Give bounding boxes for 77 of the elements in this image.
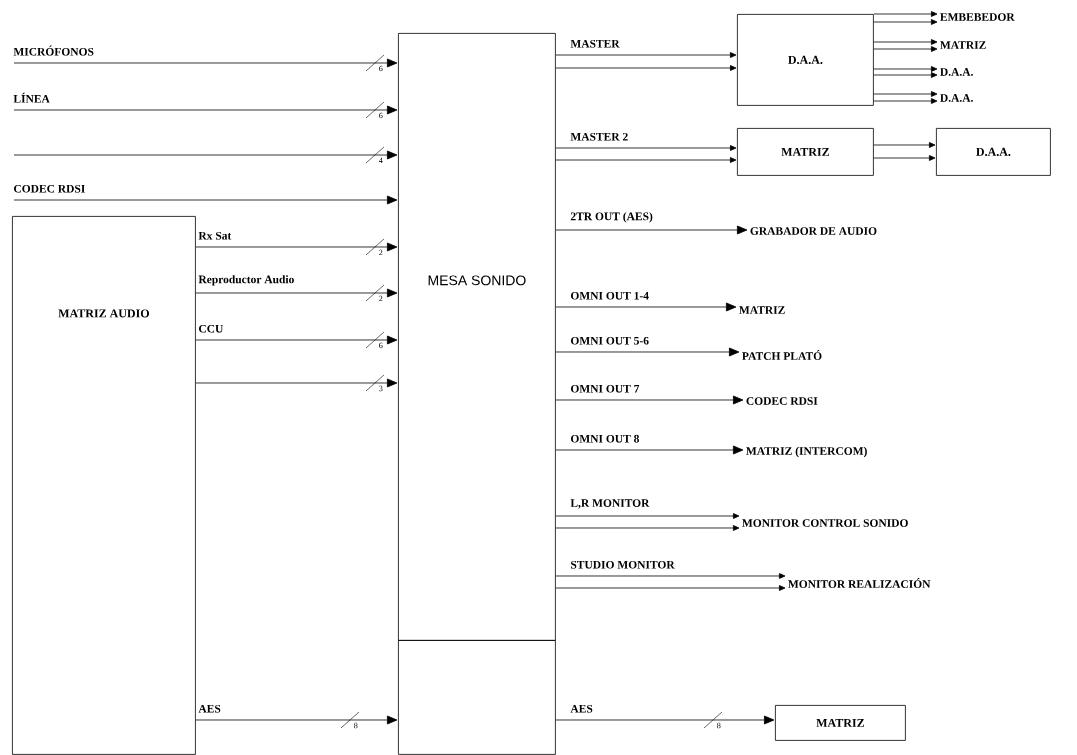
arrow: [555, 65, 737, 71]
edge-label: LÍNEA: [13, 92, 50, 103]
destination-label: MATRIZ (INTERCOM): [746, 446, 867, 458]
arrow: [195, 288, 398, 298]
bus-width-mark: 2: [365, 284, 385, 302]
bus-width-mark: 8: [703, 711, 723, 729]
arrow: [555, 145, 737, 151]
edge-label: 2TR OUT (AES): [570, 212, 653, 223]
arrow: [195, 242, 398, 252]
bus-width-mark: 6: [365, 331, 385, 349]
arrow: [195, 335, 398, 345]
arrow: [195, 715, 398, 725]
bus-width-mark: 4: [365, 146, 385, 164]
destination-label: CODEC RDSI: [746, 397, 818, 405]
edge-label: OMNI OUT 8: [570, 434, 639, 443]
bus-width-mark: 6: [365, 54, 385, 72]
block-box: MATRIZ AUDIO: [12, 216, 196, 755]
arrow: [555, 302, 737, 312]
arrow: [13, 150, 398, 160]
block-box: D.A.A.: [936, 128, 1051, 176]
edge-label: OMNI OUT 1-4: [570, 291, 649, 300]
arrow: [873, 91, 938, 97]
edge-label: OMNI OUT 7: [570, 384, 640, 393]
bus-width-mark: 3: [365, 374, 385, 392]
edge-label: CODEC RDSI: [13, 184, 85, 193]
block-box: [398, 640, 556, 755]
edge-label: MASTER: [570, 39, 620, 48]
arrow: [13, 105, 398, 115]
arrow: [555, 52, 737, 58]
arrow: [873, 46, 938, 52]
edge-label: AES: [198, 704, 221, 713]
block-box: D.A.A.: [737, 14, 874, 106]
edge-label: MASTER 2: [570, 132, 628, 141]
arrow: [873, 142, 936, 148]
arrow: [13, 195, 398, 205]
edge-label: CCU: [198, 324, 224, 333]
destination-label: MATRIZ: [739, 306, 785, 314]
edge-label: Rx Sat: [198, 231, 232, 240]
bus-width-mark: 8: [340, 711, 360, 729]
arrow: [873, 39, 938, 45]
destination-label: MONITOR CONTROL SONIDO: [742, 519, 908, 527]
destination-label: MATRIZ: [940, 41, 986, 49]
arrow: [873, 155, 936, 161]
bus-width-mark: 2: [365, 238, 385, 256]
block-box: MESA SONIDO: [398, 33, 556, 641]
arrow: [555, 347, 740, 357]
arrow: [873, 98, 938, 104]
destination-label: GRABADOR DE AUDIO: [750, 227, 877, 235]
arrow: [555, 157, 737, 163]
edge-label: Reproductor Audio: [198, 275, 294, 286]
arrow: [555, 715, 775, 725]
arrow: [555, 525, 740, 531]
arrow: [555, 585, 786, 591]
arrow: [555, 513, 740, 519]
edge-label: OMNI OUT 5-6: [570, 336, 649, 345]
destination-label: MONITOR REALIZACIÓN: [788, 578, 931, 588]
destination-label: EMBEBEDOR: [940, 13, 1015, 21]
bus-width-mark: 6: [365, 101, 385, 119]
arrow: [555, 225, 748, 235]
arrow: [13, 58, 398, 68]
destination-label: PATCH PLATÓ: [742, 350, 822, 360]
arrow: [873, 19, 938, 25]
destination-label: D.A.A.: [940, 68, 973, 76]
arrow: [195, 378, 398, 388]
arrow: [555, 445, 744, 455]
edge-label: STUDIO MONITOR: [571, 560, 675, 569]
arrow: [873, 11, 938, 17]
edge-label: AES: [570, 704, 593, 713]
arrow: [873, 66, 938, 72]
block-box: MATRIZ: [775, 705, 906, 741]
destination-label: D.A.A.: [940, 94, 973, 102]
arrow: [555, 573, 786, 579]
edge-label: MICRÓFONOS: [13, 45, 94, 56]
block-box: MATRIZ: [737, 128, 874, 176]
arrow: [555, 395, 744, 405]
edge-label: L,R MONITOR: [570, 499, 650, 509]
arrow: [873, 72, 938, 78]
